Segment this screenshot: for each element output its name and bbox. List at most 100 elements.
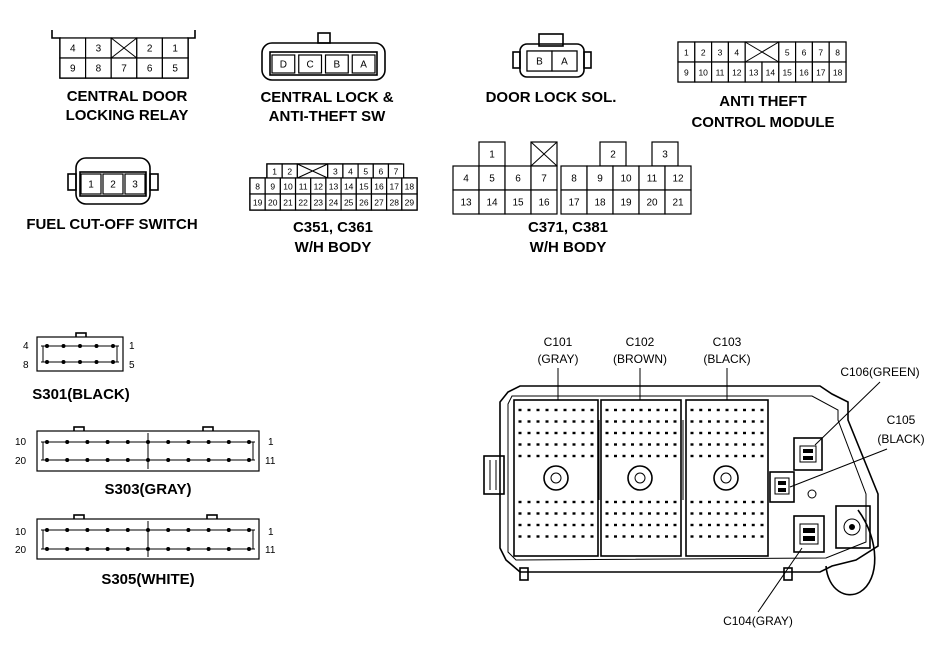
jb-terminal: [622, 443, 626, 446]
svg-text:18: 18: [833, 68, 843, 78]
jb-terminal: [563, 431, 567, 435]
jb-terminal: [605, 500, 609, 504]
c371-pin-20: 20: [638, 189, 666, 215]
svg-text:20: 20: [268, 198, 278, 208]
jb-terminal: [581, 408, 585, 412]
svg-text:7: 7: [818, 48, 823, 58]
jb-terminal: [760, 500, 764, 504]
jb-terminal: [605, 420, 609, 423]
jb-terminal: [760, 408, 764, 412]
s305-lines-dot: [226, 528, 231, 532]
c351-pin-7: 7: [387, 163, 405, 179]
svg-text:1: 1: [172, 44, 178, 55]
jb-terminal: [734, 523, 738, 527]
svg-text:7: 7: [394, 167, 399, 177]
atcm-top-pin-5: 5: [778, 41, 797, 63]
c351-label-1: C351, C361: [293, 219, 373, 236]
s303-lines-dot: [45, 458, 49, 462]
jb-terminal: [690, 523, 694, 527]
svg-text:2: 2: [147, 44, 153, 55]
jb-terminal: [581, 523, 585, 527]
jb-terminal: [614, 408, 617, 412]
svg-text:2: 2: [701, 48, 706, 58]
jb-terminal: [708, 535, 711, 538]
jb-terminal: [665, 535, 668, 538]
svg-text:11: 11: [299, 182, 308, 192]
atcm-bottom-pin-10: 10: [694, 61, 713, 83]
jb-terminal: [648, 420, 651, 423]
jb-terminal: [536, 454, 540, 458]
svg-text:4: 4: [70, 44, 76, 55]
svg-text:6: 6: [147, 64, 153, 75]
c351-pin-20: 20: [264, 193, 281, 211]
svg-text:2: 2: [110, 180, 116, 191]
jb-terminal: [581, 454, 585, 458]
jb-terminal: [673, 512, 677, 515]
atcm-top-pin-2: 2: [694, 41, 713, 63]
svg-text:4: 4: [348, 167, 353, 177]
splice-s303: 10 20 1 11 S303(GRAY): [15, 426, 276, 498]
jb-terminal: [605, 454, 609, 458]
jb-terminal: [716, 443, 720, 446]
jb-terminal: [572, 535, 576, 538]
svg-text:12: 12: [314, 182, 324, 192]
svg-text:8: 8: [255, 182, 260, 192]
svg-text:B: B: [334, 60, 341, 71]
jb-terminal: [656, 443, 660, 446]
c351-pin-5: 5: [357, 163, 374, 179]
jb-terminal: [751, 523, 755, 527]
c351-pin-2: 2: [281, 163, 298, 179]
jb-terminal: [699, 512, 703, 515]
jb-terminal: [743, 500, 746, 504]
jb-terminal: [716, 500, 720, 504]
jb-terminal: [656, 408, 660, 412]
jb-terminal: [648, 535, 651, 538]
s303-lines-dot: [45, 440, 49, 444]
c351-pin-1: 1: [266, 163, 283, 179]
jb-terminal: [665, 454, 668, 458]
jb-terminal: [743, 523, 746, 527]
jb-terminal: [699, 431, 703, 435]
svg-text:5: 5: [489, 174, 495, 185]
jb-terminal: [563, 420, 567, 423]
s303-lines-dot: [166, 440, 171, 444]
jb-terminal: [614, 443, 617, 446]
s305-lines-dot: [166, 528, 171, 532]
jb-terminal: [743, 431, 746, 435]
cdlr-bottom-pin-9: 9: [59, 57, 87, 79]
svg-text:6: 6: [378, 167, 383, 177]
cdlr-bottom-pin-8: 8: [84, 57, 112, 79]
s301-lines-dot: [61, 360, 66, 364]
s305-lines-dot: [206, 528, 211, 532]
s305-lines-dot: [105, 547, 110, 551]
c103-color: (BLACK): [703, 352, 750, 366]
s305-lines-dot: [65, 547, 70, 551]
jb-terminal: [708, 443, 711, 446]
jb-terminal: [622, 408, 626, 412]
jb-terminal: [673, 420, 677, 423]
c371-top-pin-3: 3: [651, 141, 679, 167]
jb-terminal: [690, 431, 694, 435]
c101-bolt: [543, 465, 569, 491]
splice-s301: 4 8 1 5 S301(BLACK): [23, 332, 135, 403]
jb-terminal: [665, 512, 668, 515]
atcm-top-pin-blank: [744, 41, 780, 63]
jb-terminal: [699, 523, 703, 527]
svg-text:9: 9: [270, 182, 275, 192]
c103-name: C103: [713, 335, 742, 349]
c351-pin-12: 12: [310, 177, 327, 195]
jb-terminal: [708, 454, 711, 458]
jb-terminal: [614, 420, 617, 423]
svg-text:8: 8: [835, 48, 840, 58]
jb-terminal: [554, 523, 558, 527]
jb-terminal: [760, 454, 764, 458]
clas-pin-C: C: [298, 54, 323, 74]
jb-terminal: [699, 454, 703, 458]
svg-text:16: 16: [374, 182, 384, 192]
jb-terminal: [614, 512, 617, 515]
jb-terminal: [656, 500, 660, 504]
c371-pin-15: 15: [504, 189, 532, 215]
jb-terminal: [527, 523, 531, 527]
jb-terminal: [743, 454, 746, 458]
c103-bolt: [713, 465, 739, 491]
